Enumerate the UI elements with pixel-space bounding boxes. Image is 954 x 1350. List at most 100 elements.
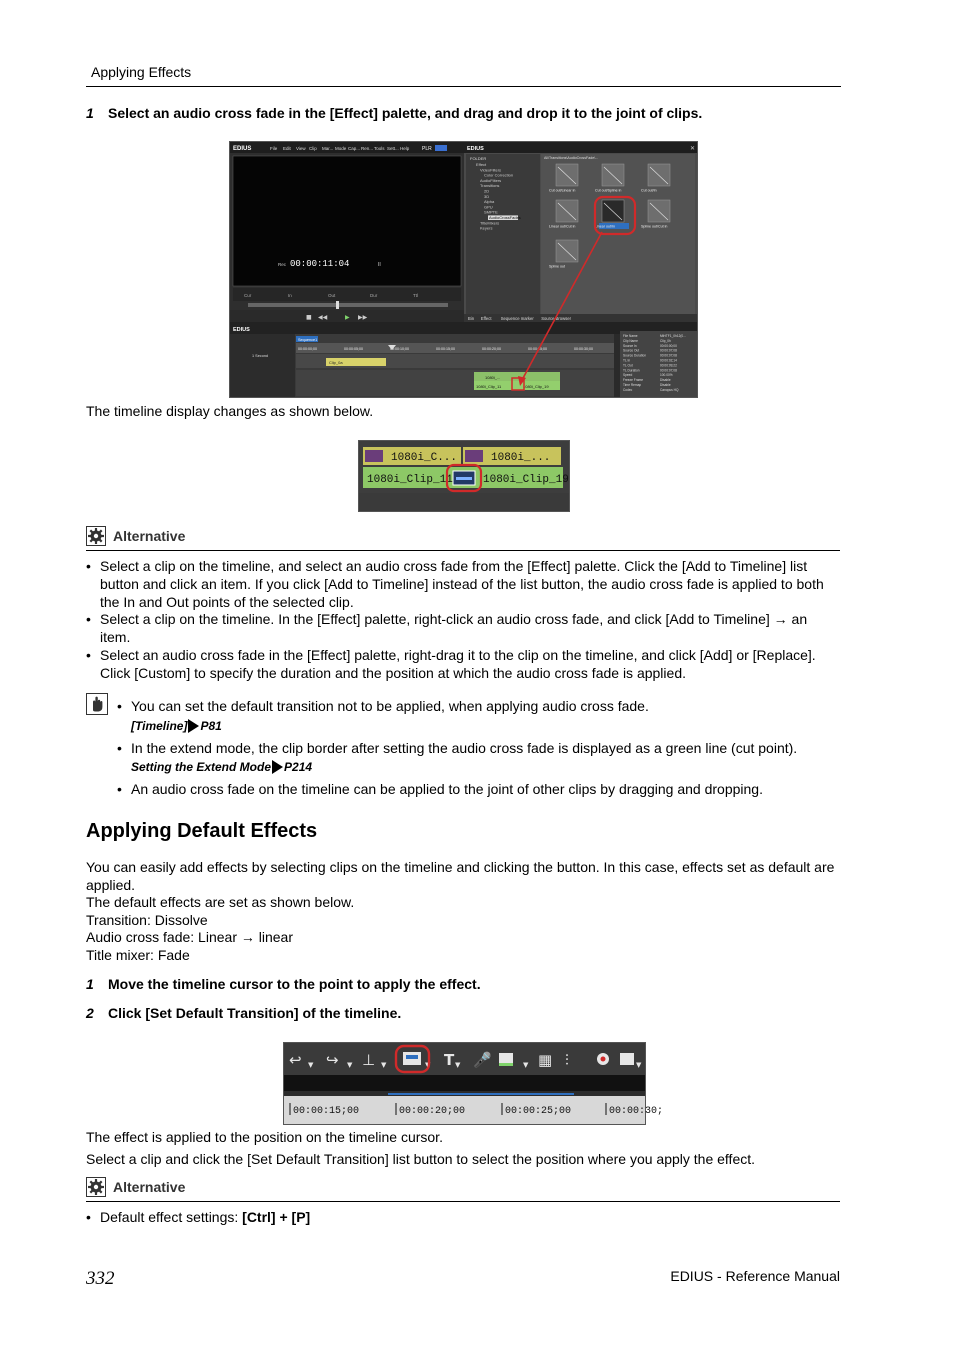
header-rule (86, 86, 841, 87)
fade-thumbnail[interactable] (601, 199, 625, 223)
tree-item[interactable]: Color Correction (484, 173, 513, 178)
menu-item[interactable]: Ren... (361, 146, 373, 151)
clip-upper[interactable] (326, 358, 386, 366)
tree-item[interactable]: Keyers (480, 226, 492, 231)
fade-thumbnail[interactable] (555, 163, 579, 187)
menu-item[interactable]: Cap... (348, 146, 360, 151)
alternative-rule (86, 550, 840, 551)
scrub-handle[interactable] (336, 301, 339, 309)
tree-item[interactable]: 2D (484, 189, 489, 194)
info-key: Source In (623, 344, 637, 348)
dropdown-icon[interactable]: ▼ (523, 1061, 529, 1069)
microphone-icon[interactable]: 🎤 (473, 1050, 492, 1069)
sequence-tab-label: Sequence1 (298, 338, 317, 342)
alternative-heading: Alternative (86, 526, 185, 546)
tree-item[interactable]: TitleMixers (480, 220, 499, 225)
panel-icon[interactable] (620, 1053, 634, 1065)
menu-item[interactable]: Help (400, 146, 410, 151)
fade-thumbnail[interactable] (647, 163, 671, 187)
in-out-range-bar (388, 1093, 574, 1095)
clip-video-row[interactable] (474, 372, 560, 381)
table-icon[interactable]: ▦ (538, 1051, 552, 1069)
tree-item[interactable]: AudioFilters (480, 178, 501, 183)
dropdown-icon[interactable]: ▼ (455, 1061, 461, 1069)
timeline-clip-screenshot: 1080i_C... 1080i_... 1080i_Clip_11 1080i… (358, 440, 570, 512)
clip-audio-row[interactable] (474, 381, 560, 390)
cross-reference-timeline[interactable]: [Timeline]P81 (117, 718, 839, 736)
time-ruler[interactable] (296, 343, 614, 353)
menu-item[interactable]: Mar... (322, 146, 333, 151)
menu-item[interactable]: Edit (283, 146, 292, 151)
folder-title: FOLDER (470, 156, 486, 161)
player-transport (230, 310, 464, 322)
rewind-icon[interactable]: ◀◀ (318, 314, 328, 321)
palette-tab[interactable]: Bin (468, 316, 475, 321)
close-icon[interactable]: ✕ (690, 145, 695, 152)
undo-icon[interactable]: ↩ (289, 1051, 302, 1069)
palette-tab[interactable]: Source Browser (541, 316, 571, 321)
timeline-cursor-icon[interactable] (388, 345, 396, 350)
stop-icon[interactable]: ■ (306, 314, 312, 321)
video-clip-right[interactable] (463, 447, 561, 465)
menu-item[interactable]: Mode (335, 146, 347, 151)
video-clip-left-label: 1080i_C... (391, 452, 457, 464)
sequence-tab[interactable] (296, 336, 318, 342)
tree-item[interactable]: 3D (484, 194, 489, 199)
palette-tab[interactable]: Effect (481, 316, 492, 321)
play-icon[interactable]: ▶ (345, 314, 350, 321)
tree-item-selected-bg (488, 215, 518, 220)
step-number: 1 (86, 105, 94, 121)
redo-icon[interactable]: ↪ (326, 1051, 339, 1069)
step-number: 2 (86, 1005, 94, 1021)
title-icon[interactable]: T (444, 1051, 455, 1069)
info-key: TL In (623, 359, 630, 363)
menu-item[interactable]: Sett... (387, 146, 399, 151)
fade-thumbnail[interactable] (555, 239, 579, 263)
fade-thumbnail[interactable] (555, 199, 579, 223)
info-key: Codec (623, 388, 633, 392)
note-hand-icon (86, 693, 108, 715)
tree-item[interactable]: GPU (484, 204, 493, 209)
fade-label: Spline out (549, 265, 565, 269)
export-icon[interactable] (499, 1053, 513, 1065)
split-icon[interactable]: ⊥ (362, 1051, 375, 1069)
dropdown-icon[interactable]: ▼ (636, 1061, 642, 1069)
fade-label: Linear out/Cut in (549, 225, 575, 229)
tree-item[interactable]: Effect (476, 162, 487, 167)
alternative-heading-2: Alternative (86, 1177, 185, 1197)
ref-text: Setting the Extend Mode (131, 760, 272, 775)
tree-item[interactable]: SMPTE (484, 210, 498, 215)
palette-tab[interactable]: Sequence marker (501, 316, 535, 321)
video-clip-left[interactable] (363, 447, 461, 465)
scrub-bar[interactable] (248, 303, 448, 307)
fade-thumbnail[interactable] (647, 199, 671, 223)
alternative-title: Alternative (113, 1179, 186, 1195)
toolbar-time-ruler[interactable] (284, 1096, 645, 1124)
rec-toggle[interactable] (435, 145, 447, 151)
timeline-scrollbar[interactable] (614, 334, 620, 397)
dropdown-icon[interactable]: ▼ (347, 1061, 353, 1069)
plr-label: PLR (422, 146, 432, 152)
fade-label: Linear out/In (595, 225, 615, 229)
menu-item[interactable]: File (270, 146, 278, 151)
tree-item[interactable]: Transitions (480, 183, 499, 188)
info-key: Time Remap (623, 383, 641, 387)
menu-item[interactable]: Clip (309, 146, 317, 151)
forward-icon[interactable]: ▶▶ (358, 314, 368, 321)
dropdown-icon[interactable]: ▼ (308, 1061, 314, 1069)
info-value: Disable (660, 383, 671, 387)
tree-item[interactable]: Alpha (484, 199, 495, 204)
mixer-icon[interactable]: ⫶ (565, 1051, 569, 1069)
ruler-tick-label: 00:00:00;00 (298, 347, 317, 351)
menu-item[interactable]: Tools (374, 146, 385, 151)
fade-thumbnail[interactable] (601, 163, 625, 187)
info-value: Disable (660, 378, 671, 382)
tree-item[interactable]: AudioCrossFades (489, 215, 521, 220)
dropdown-icon[interactable]: ▼ (381, 1061, 387, 1069)
result-text: The effect is applied to the position on… (86, 1129, 838, 1168)
menu-item[interactable]: View (296, 146, 306, 151)
tree-item[interactable]: VideoFilters (480, 167, 501, 172)
